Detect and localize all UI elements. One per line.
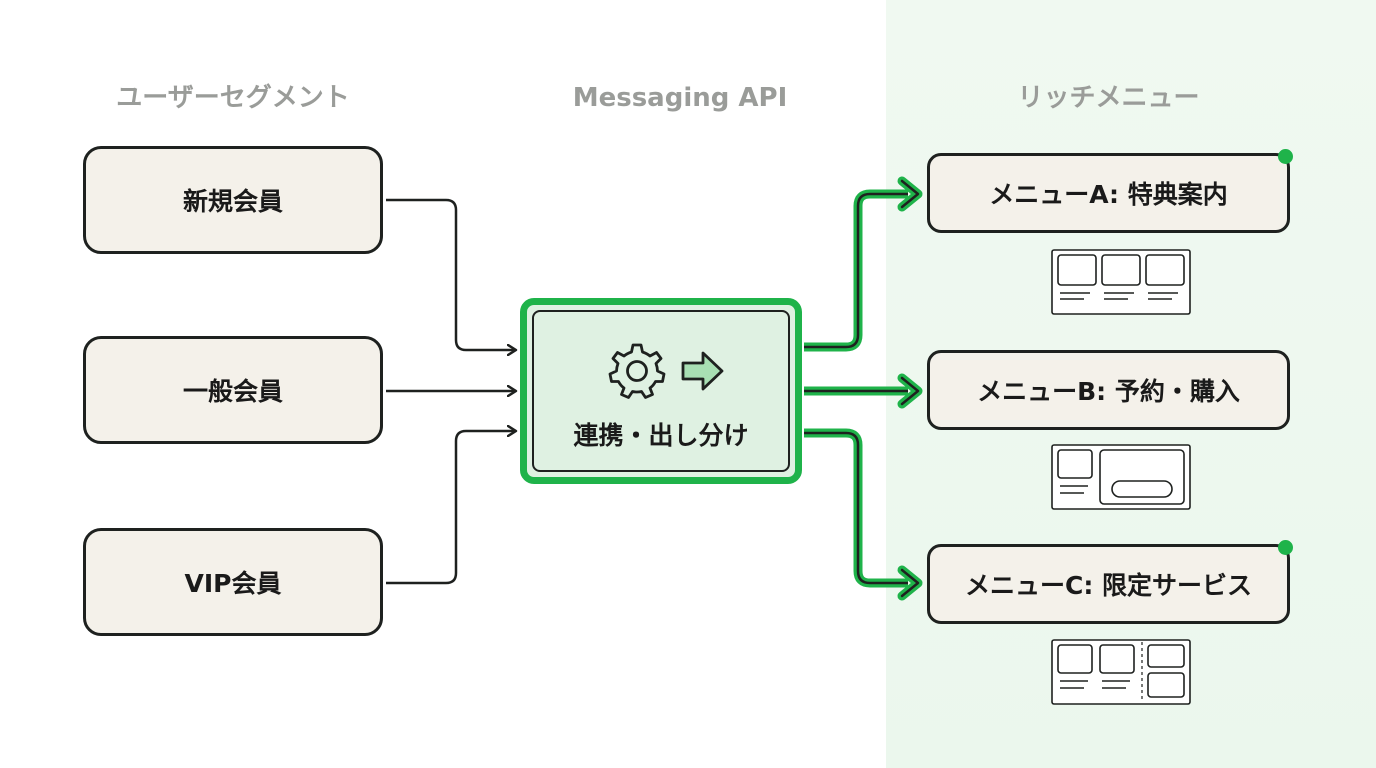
connector-to-menu-a <box>804 176 923 352</box>
panel-with-button-icon <box>1051 444 1191 510</box>
segment-label: 新規会員 <box>182 187 283 216</box>
connector-to-menu-c <box>804 428 923 601</box>
connector-new-members <box>386 198 516 350</box>
menu-box-c: メニューC: 限定サービス <box>927 544 1290 624</box>
menu-a-status-dot <box>1278 149 1293 164</box>
menu-label: メニューC: 限定サービス <box>964 571 1253 600</box>
menu-box-a: メニューA: 特典案内 <box>927 153 1290 233</box>
segment-box-new-members: 新規会員 <box>83 146 383 254</box>
segment-label: 一般会員 <box>182 377 283 406</box>
rich-menu-heading: リッチメニュー <box>1017 83 1200 113</box>
three-panel-grid-icon <box>1051 249 1191 315</box>
menu-label: メニューA: 特典案内 <box>989 180 1228 209</box>
menu-c-status-dot <box>1278 540 1293 555</box>
api-box-label: 連携・出し分け <box>573 421 749 450</box>
messaging-api-box: 連携・出し分け <box>520 298 802 484</box>
segment-label: VIP会員 <box>184 569 282 598</box>
arrow-right-icon <box>681 351 724 391</box>
menu-label: メニューB: 予約・購入 <box>977 377 1240 406</box>
api-box-inner-border <box>532 310 790 472</box>
connector-to-menu-b <box>804 373 923 409</box>
menu-box-b: メニューB: 予約・購入 <box>927 350 1290 430</box>
segment-box-general-members: 一般会員 <box>83 336 383 444</box>
split-panel-grid-icon <box>1051 639 1191 705</box>
segments-heading: ユーザーセグメント <box>116 83 350 113</box>
gear-icon <box>608 343 666 399</box>
api-icon-group <box>608 343 724 399</box>
segment-box-vip-members: VIP会員 <box>83 528 383 636</box>
api-heading: Messaging API <box>572 83 788 113</box>
connector-vip-members <box>386 431 516 585</box>
